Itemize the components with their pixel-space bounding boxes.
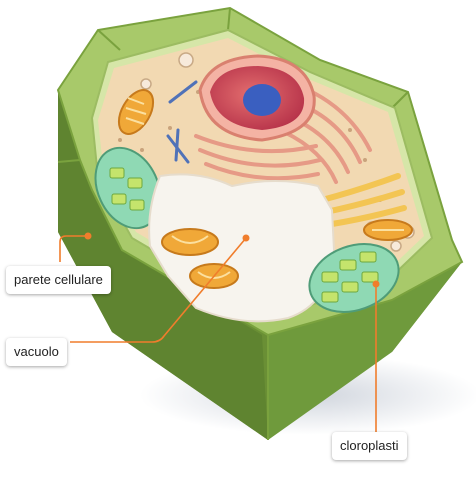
label-cell-wall-text: parete cellulare xyxy=(14,272,103,287)
leader-dots xyxy=(84,232,380,288)
cell-wall-seams xyxy=(57,7,409,440)
leader-lines xyxy=(59,235,377,432)
leader-line-vacuole xyxy=(70,237,247,343)
label-chloroplasts-text: cloroplasti xyxy=(340,438,399,453)
label-cell-wall: parete cellulare xyxy=(6,266,111,294)
nucleus xyxy=(198,54,316,142)
label-chloroplasts: cloroplasti xyxy=(332,432,407,460)
chloroplast-left xyxy=(94,146,162,230)
nucleolus xyxy=(243,84,281,116)
mitochondrion-right xyxy=(363,219,413,241)
leader-line-cell-wall xyxy=(59,235,88,262)
golgi-apparatus xyxy=(319,173,407,227)
mitochondrion-top-left xyxy=(117,89,155,135)
cell-wall-right-face xyxy=(268,262,462,440)
cytoskeleton xyxy=(166,80,198,164)
label-vacuole: vacuolo xyxy=(6,338,67,366)
cell-wall-left-face xyxy=(58,90,268,440)
label-vacuole-text: vacuolo xyxy=(14,344,59,359)
